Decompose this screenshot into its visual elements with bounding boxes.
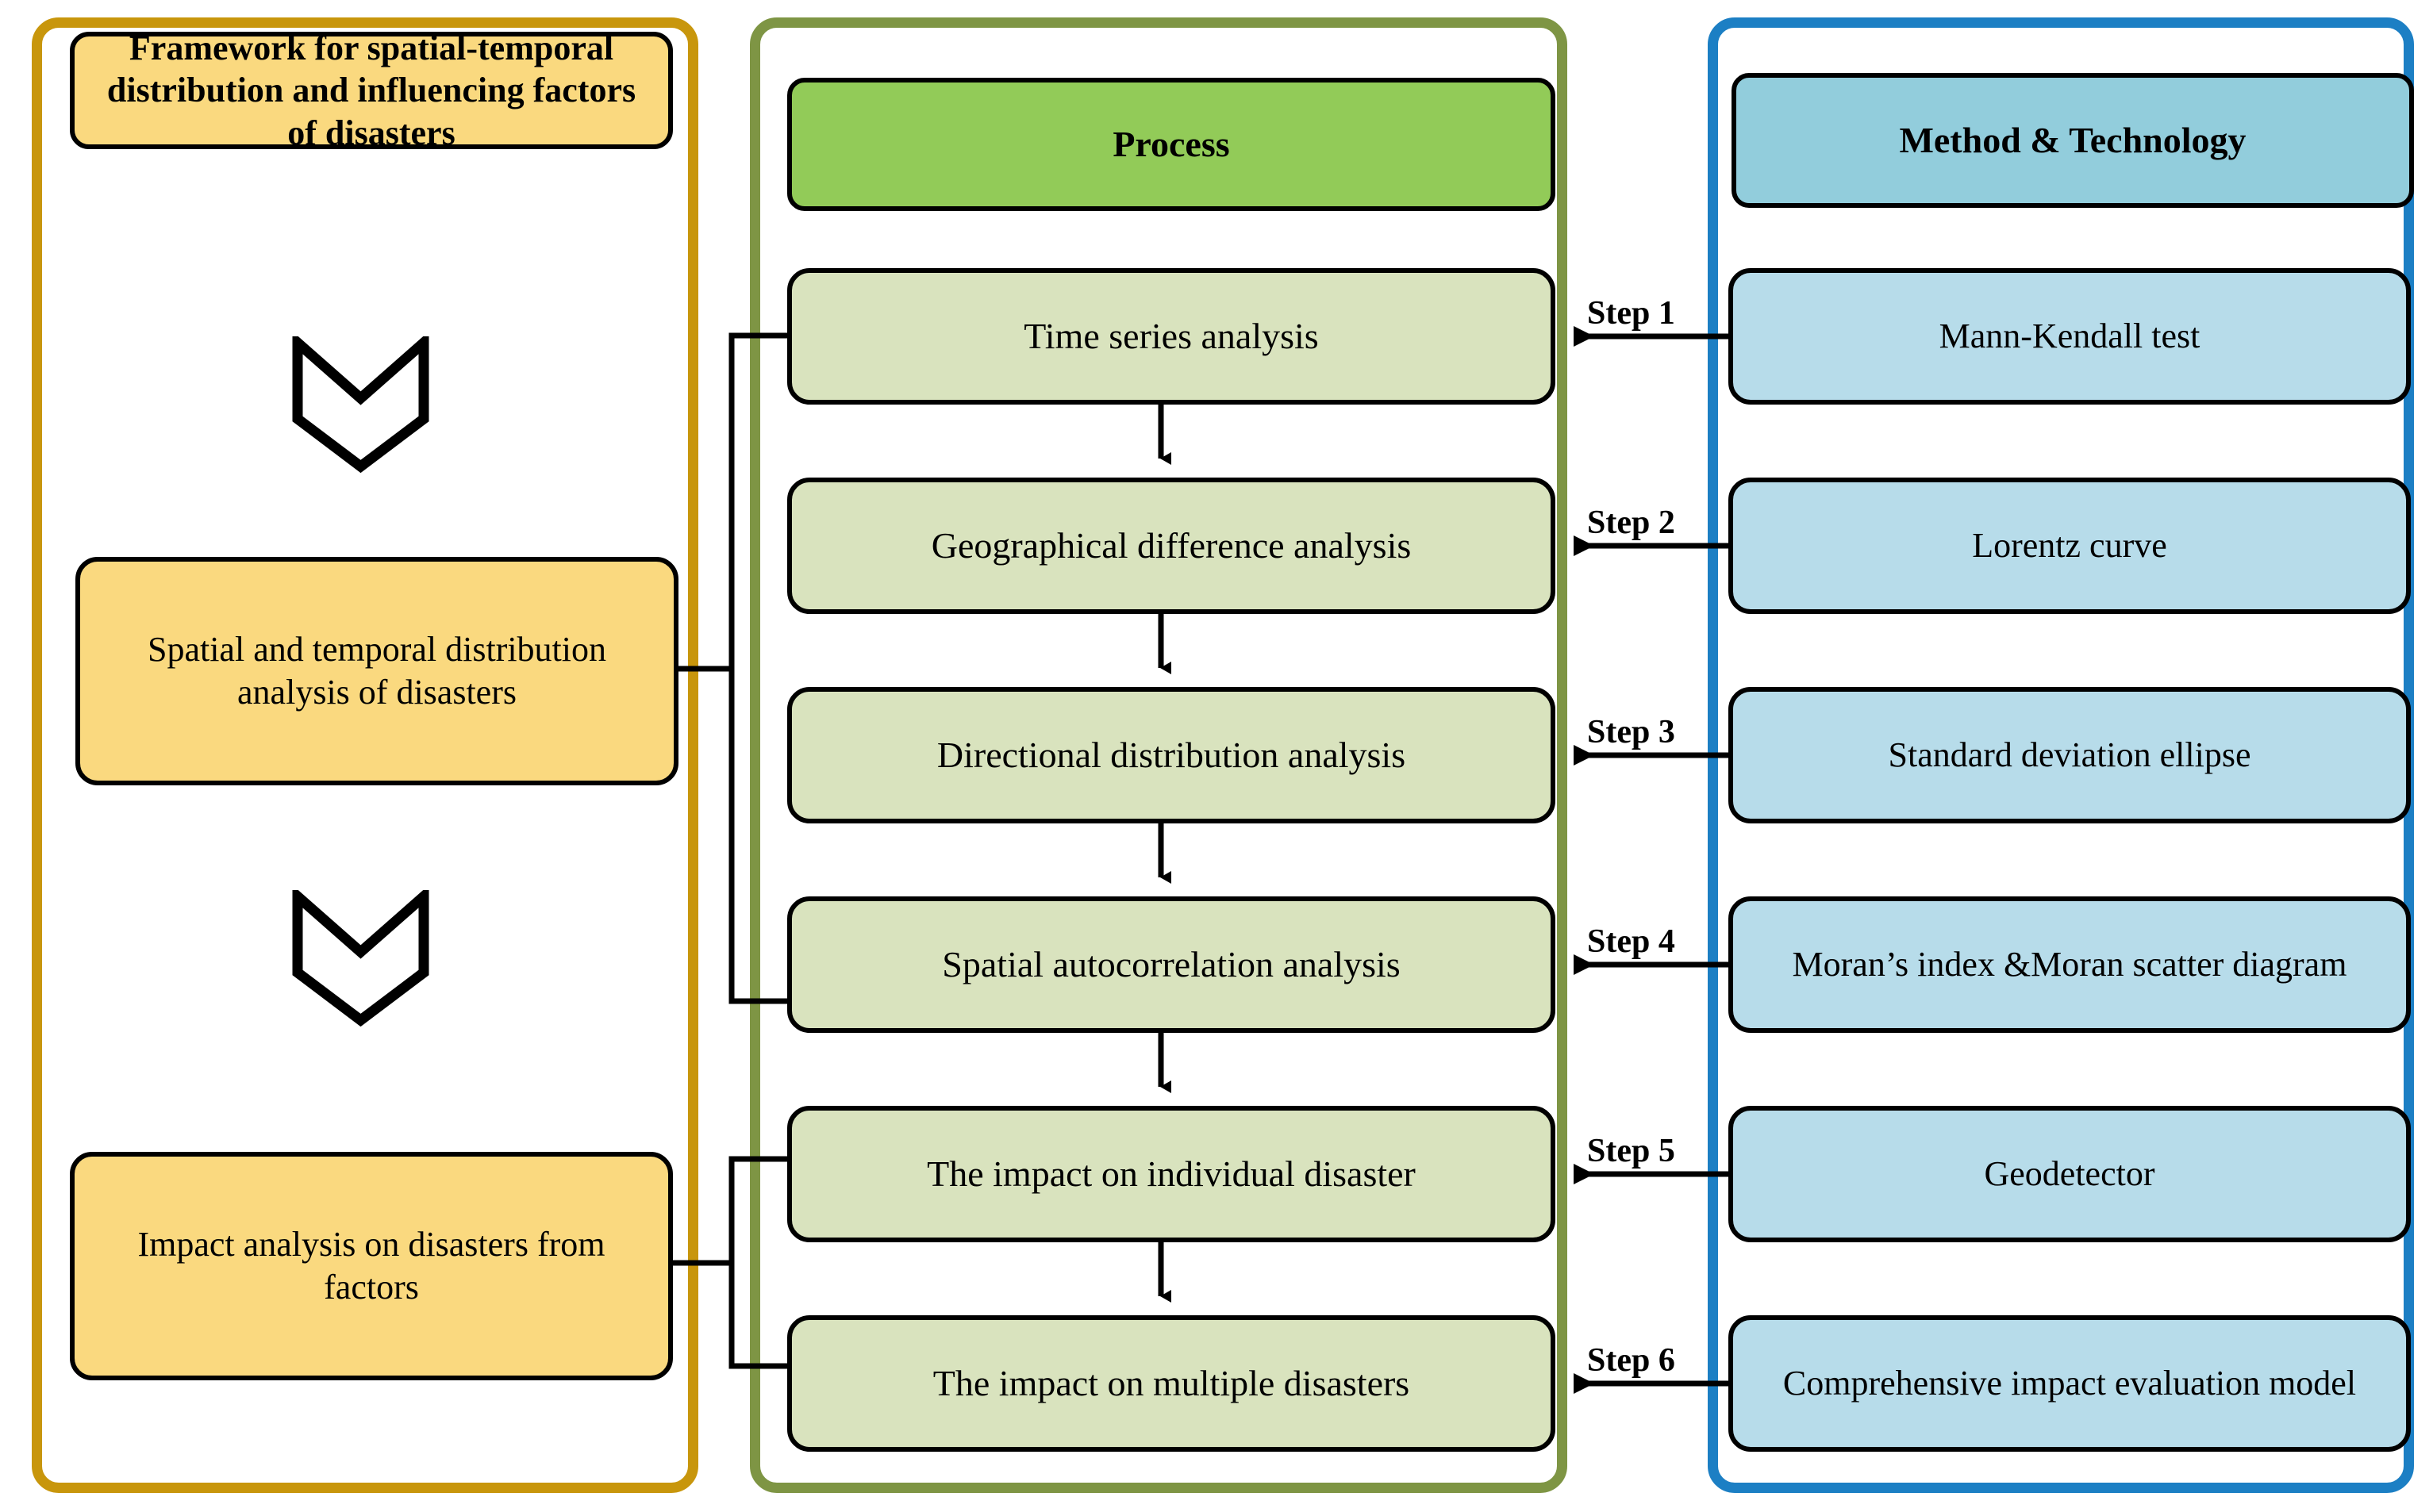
method-box-morans-index-scatter-diagram[interactable]: Moran’s index &Moran scatter diagram — [1728, 896, 2411, 1033]
step-label-1: Step 1 — [1587, 295, 1675, 332]
step-label-3: Step 3 — [1587, 714, 1675, 750]
left-stage-label-1: Spatial and temporal distribution analys… — [147, 630, 606, 712]
step-label-5: Step 5 — [1587, 1133, 1675, 1169]
method-label-2: Lorentz curve — [1972, 526, 2167, 566]
process-label-2: Geographical difference analysis — [931, 524, 1412, 566]
process-box-time-series-analysis[interactable]: Time series analysis — [787, 268, 1555, 405]
process-box-spatial-autocorrelation-analysis[interactable]: Spatial autocorrelation analysis — [787, 896, 1555, 1033]
framework-title-box: Framework for spatial-temporal distribut… — [70, 29, 673, 152]
chevron-down-icon — [292, 336, 429, 473]
process-box-impact-individual-disaster[interactable]: The impact on individual disaster — [787, 1106, 1555, 1242]
process-label-3: Directional distribution analysis — [936, 734, 1406, 775]
step-label-4: Step 4 — [1587, 923, 1675, 960]
left-stage-label-2: Impact analysis on disasters from factor… — [137, 1225, 605, 1307]
left-column-frame — [32, 17, 698, 1493]
left-stage-box-spatial-temporal: Spatial and temporal distribution analys… — [75, 557, 678, 785]
process-box-directional-distribution-analysis[interactable]: Directional distribution analysis — [787, 687, 1555, 823]
method-box-comprehensive-impact-evaluation-model[interactable]: Comprehensive impact evaluation model — [1728, 1315, 2411, 1452]
step-arrows — [1574, 326, 1728, 1394]
step-label-2: Step 2 — [1587, 505, 1675, 541]
method-column-header: Method & Technology — [1732, 73, 2414, 208]
method-box-lorentz-curve[interactable]: Lorentz curve — [1728, 478, 2411, 614]
process-label-5: The impact on individual disaster — [927, 1153, 1416, 1194]
method-box-mann-kendall-test[interactable]: Mann-Kendall test — [1728, 268, 2411, 405]
chevron-down-icon — [292, 890, 429, 1027]
process-label-6: The impact on multiple disasters — [932, 1362, 1410, 1403]
process-header-label: Process — [1113, 123, 1230, 164]
process-label-1: Time series analysis — [1024, 315, 1319, 356]
method-box-standard-deviation-ellipse[interactable]: Standard deviation ellipse — [1728, 687, 2411, 823]
process-column-header: Process — [787, 78, 1555, 211]
method-label-3: Standard deviation ellipse — [1888, 735, 2251, 775]
left-stage-box-impact-analysis: Impact analysis on disasters from factor… — [70, 1152, 673, 1380]
process-box-geographical-difference-analysis[interactable]: Geographical difference analysis — [787, 478, 1555, 614]
method-header-label: Method & Technology — [1899, 119, 2247, 160]
process-box-impact-multiple-disasters[interactable]: The impact on multiple disasters — [787, 1315, 1555, 1452]
framework-title-text: Framework for spatial-temporal distribut… — [106, 28, 636, 152]
process-label-4: Spatial autocorrelation analysis — [942, 943, 1401, 984]
step-label-6: Step 6 — [1587, 1342, 1675, 1379]
method-box-geodetector[interactable]: Geodetector — [1728, 1106, 2411, 1242]
method-label-5: Geodetector — [1984, 1154, 2155, 1194]
method-label-6: Comprehensive impact evaluation model — [1782, 1364, 2357, 1403]
method-label-4: Moran’s index &Moran scatter diagram — [1792, 945, 2347, 984]
method-label-1: Mann-Kendall test — [1939, 317, 2200, 356]
